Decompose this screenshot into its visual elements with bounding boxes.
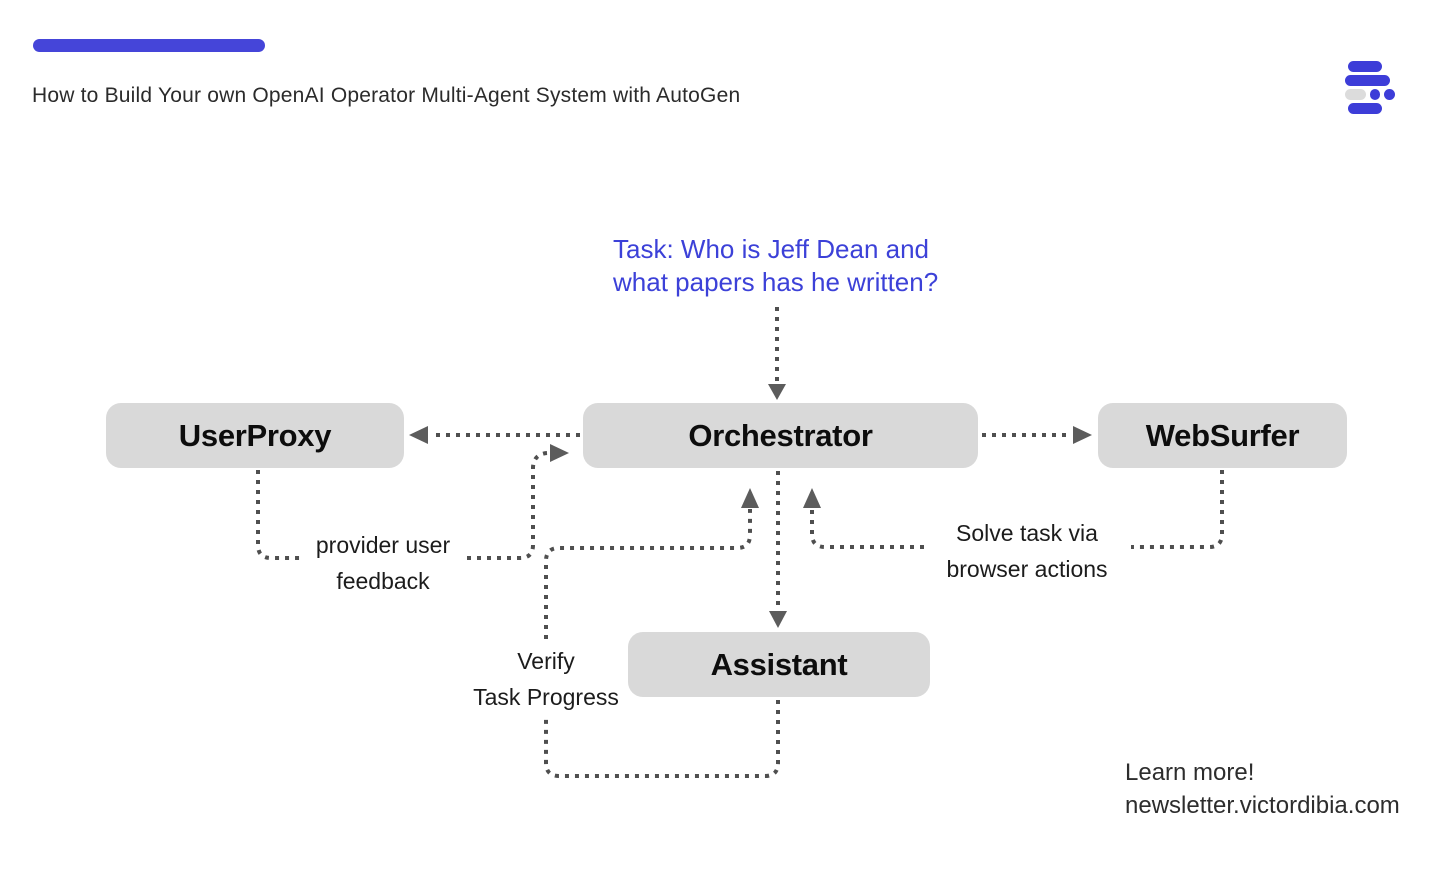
logo-dot-2 xyxy=(1384,89,1396,100)
node-userproxy: UserProxy xyxy=(106,403,404,468)
learn-more-text: Learn more! xyxy=(1125,759,1255,786)
node-websurfer: WebSurfer xyxy=(1098,403,1347,468)
logo-dot-1 xyxy=(1369,89,1381,100)
arrowhead-right-orchestrator-left xyxy=(550,444,569,462)
page-title: How to Build Your own OpenAI Operator Mu… xyxy=(32,84,741,107)
edge-label-line: Solve task via xyxy=(956,520,1098,546)
task-line-1: Task: Who is Jeff Dean and xyxy=(613,234,930,264)
node-orchestrator: Orchestrator xyxy=(583,403,978,468)
newsletter-link[interactable]: newsletter.victordibia.com xyxy=(1125,792,1400,819)
logo-bar-gray xyxy=(1345,89,1366,100)
edge-label-line: Verify xyxy=(517,648,575,674)
edge-verify-top xyxy=(544,509,752,639)
footer: Learn more! newsletter.victordibia.com xyxy=(1125,756,1400,822)
arrowhead-up-orchestrator-bottom-right xyxy=(803,488,821,508)
edge-label-provider-user-feedback: provider user feedback xyxy=(263,527,503,599)
brand-logo-icon xyxy=(1345,61,1396,114)
arrowhead-down-orchestrator-top xyxy=(768,384,786,400)
task-line-2: what papers has he written? xyxy=(613,267,939,297)
arrowhead-down-assistant-top xyxy=(769,611,787,628)
logo-bar-bottom xyxy=(1348,103,1382,114)
edge-label-verify-task-progress: Verify Task Progress xyxy=(446,643,646,715)
logo-bar-long xyxy=(1345,75,1390,86)
accent-bar xyxy=(33,39,265,52)
edge-label-line: provider user xyxy=(315,532,451,558)
node-assistant: Assistant xyxy=(628,632,930,697)
edge-label-line: browser actions xyxy=(946,556,1108,582)
arrowhead-up-orchestrator-bottom-left xyxy=(741,488,759,508)
arrowhead-left-userproxy xyxy=(409,426,428,444)
task-annotation: Task: Who is Jeff Dean and what papers h… xyxy=(613,233,938,299)
edge-label-solve-task: Solve task via browser actions xyxy=(897,515,1157,587)
logo-bar-top xyxy=(1348,61,1382,72)
edge-label-line: Task Progress xyxy=(473,684,619,710)
edge-feedback-right xyxy=(467,451,548,560)
edge-label-line: feedback xyxy=(336,568,430,594)
arrowhead-right-websurfer xyxy=(1073,426,1092,444)
